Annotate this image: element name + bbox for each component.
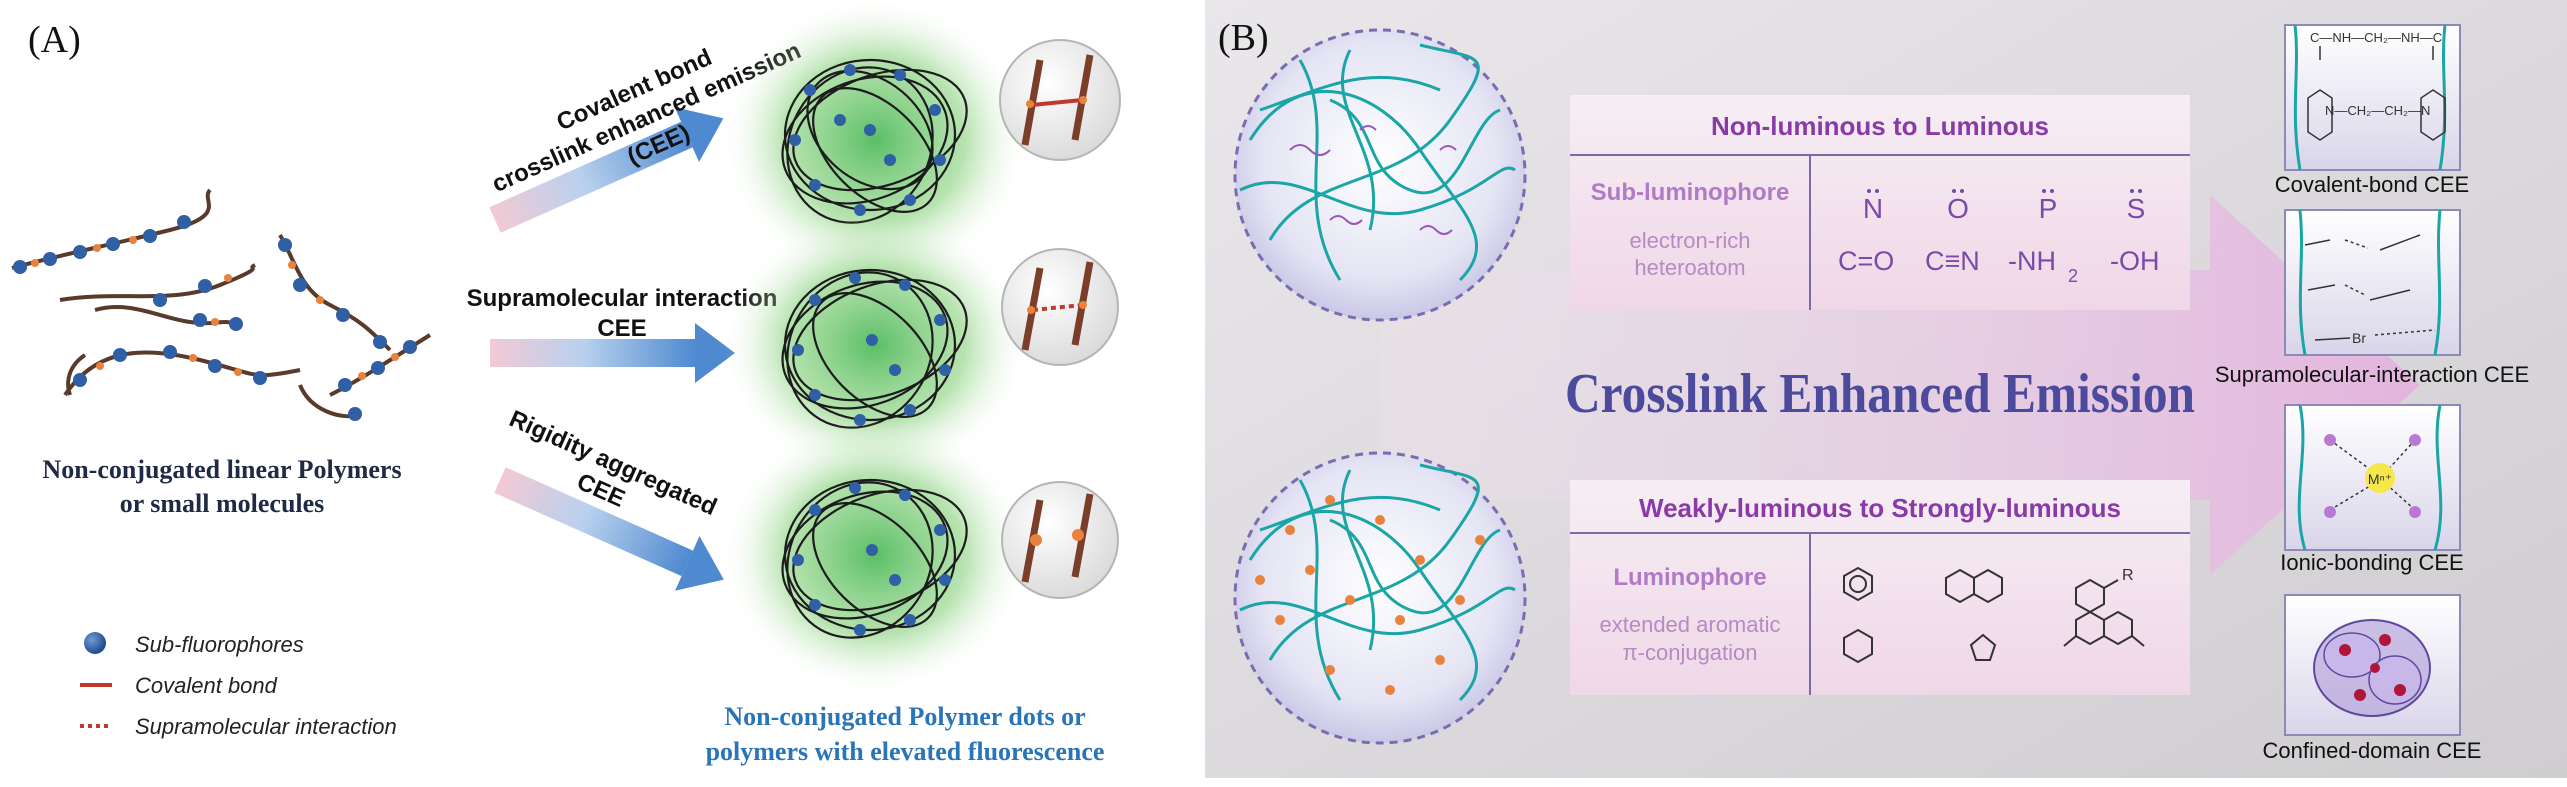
crosslink-title: Crosslink Enhanced Emission <box>1565 363 2195 425</box>
bottom-box-desc-1: extended aromatic <box>1600 612 1781 637</box>
chem-ionic-metal: Mⁿ⁺ <box>2368 471 2392 487</box>
right-caption-line2: polymers with elevated fluorescence <box>706 737 1105 766</box>
right-caption-line1: Non-conjugated Polymer dots or <box>724 702 1085 731</box>
cee-card-covalent: C—NH—CH₂—NH—C N—CH₂—CH₂—N <box>2284 24 2461 171</box>
top-box-desc-2: heteroatom <box>1634 255 1745 280</box>
cee-label-ionic: Ionic-bonding CEE <box>2280 550 2463 575</box>
arrow-rigidity <box>494 467 724 591</box>
arrow-covalent <box>489 107 724 233</box>
group-cn: C≡N <box>1925 246 1980 276</box>
group-co: C=O <box>1838 246 1894 276</box>
sub-fluorophore-dots <box>13 215 417 421</box>
arrow-supramolecular <box>490 323 735 383</box>
sphere-top <box>1233 28 1527 322</box>
bottom-box-desc-2: π-conjugation <box>1622 640 1757 665</box>
panel-a: (A) Non-conjugated li <box>11 0 1121 766</box>
cee-label-confined: Confined-domain CEE <box>2263 738 2482 763</box>
group-nh-subscript: 2 <box>2068 266 2078 286</box>
polymer-dot-1 <box>725 0 1121 280</box>
top-info-box: Non-luminous to Luminous Sub-luminophore… <box>1570 95 2190 310</box>
top-box-desc-1: electron-rich <box>1629 228 1750 253</box>
atom-o: O <box>1947 193 1969 224</box>
legend: Sub-fluorophores Covalent bond Supramole… <box>80 632 397 739</box>
aromatic-r-group: R <box>2122 567 2134 584</box>
chem-covalent-mid: N—CH₂—CH₂—N <box>2325 103 2430 118</box>
group-nh: -NH <box>2008 246 2056 276</box>
cee-label-covalent: Covalent-bond CEE <box>2275 172 2469 197</box>
group-oh: -OH <box>2110 246 2160 276</box>
atom-n: N <box>1863 193 1883 224</box>
cee-label-supramolecular: Supramolecular-interaction CEE <box>2215 362 2529 387</box>
cee-card-ionic: Mⁿ⁺ <box>2284 404 2461 551</box>
linear-polymers-illustration <box>11 188 432 419</box>
arrow-supra-line2: CEE <box>597 315 646 342</box>
bottom-info-box: Weakly-luminous to Strongly-luminous Lum… <box>1570 480 2190 695</box>
left-caption-line1: Non-conjugated linear Polymers <box>42 455 401 484</box>
cee-card-confined <box>2284 594 2461 736</box>
atom-s: S <box>2127 193 2146 224</box>
chem-covalent-top: C—NH—CH₂—NH—C <box>2310 30 2442 45</box>
arrow-supra-line1: Supramolecular interaction <box>467 285 778 312</box>
sphere-bottom <box>1233 451 1527 745</box>
legend-covalent-bond: Covalent bond <box>135 673 278 698</box>
legend-sub-fluorophore-marker <box>84 632 106 654</box>
polymer-dot-2 <box>725 215 1119 475</box>
top-box-label: Sub-luminophore <box>1591 179 1790 206</box>
chem-supra-br: Br <box>2352 330 2366 346</box>
panel-a-label: (A) <box>28 19 81 61</box>
atom-p: P <box>2039 193 2058 224</box>
aromatic-structures <box>1843 566 2145 664</box>
bottom-box-title: Weakly-luminous to Strongly-luminous <box>1639 493 2121 523</box>
polymer-dot-3 <box>725 420 1119 690</box>
top-box-title: Non-luminous to Luminous <box>1711 111 2049 141</box>
orange-sites <box>31 236 399 380</box>
bottom-box-label: Luminophore <box>1613 564 1766 591</box>
panel-b: (B) <box>1205 0 2567 778</box>
legend-supramolecular-interaction: Supramolecular interaction <box>135 714 397 739</box>
left-caption-line2: or small molecules <box>120 489 325 518</box>
panel-b-label: (B) <box>1218 17 1269 59</box>
cee-card-supramolecular: Br <box>2284 209 2461 356</box>
legend-sub-fluorophores: Sub-fluorophores <box>135 632 304 657</box>
